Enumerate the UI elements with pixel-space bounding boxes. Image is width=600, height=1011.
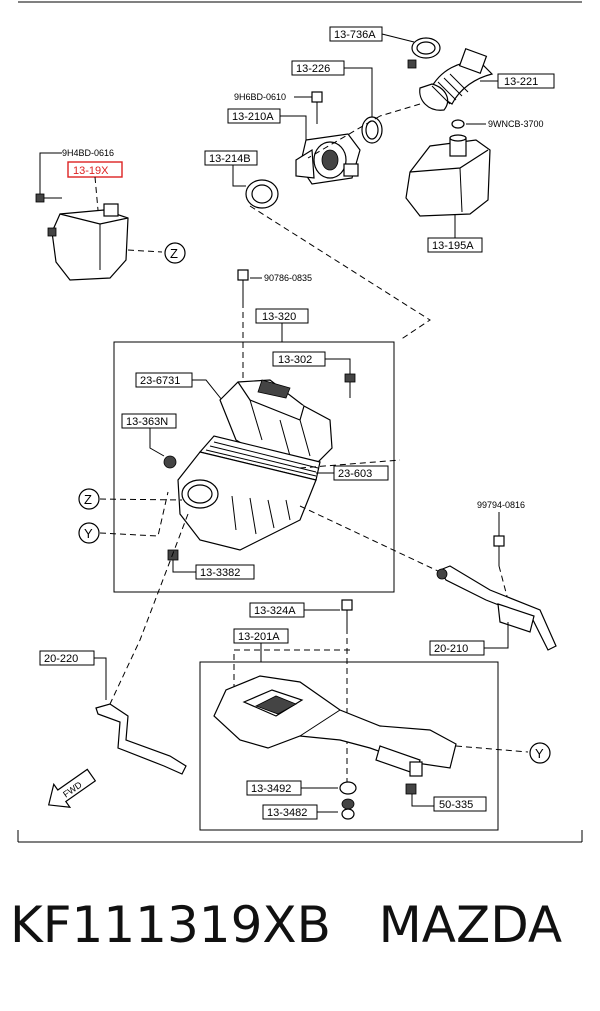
clamp-13-226 <box>361 116 383 144</box>
label-20-220: 20-220 <box>44 653 78 665</box>
collar-13-3482 <box>341 798 355 820</box>
intake-hose-13-221 <box>419 48 494 111</box>
bolt-13-3382 <box>167 549 179 561</box>
marker-y-mid <box>78 522 100 544</box>
bolt-99794 <box>493 535 505 566</box>
label-23-603: 23-603 <box>338 468 372 480</box>
clip-50-335 <box>405 783 417 795</box>
parts-diagram: 13-736A 13-221 13-226 9H6BD-0610 13-210A <box>17 1 583 843</box>
clamp-13-736A <box>407 37 441 69</box>
grommet-13-363N <box>163 455 177 469</box>
label-13-736A: 13-736A <box>334 29 376 41</box>
bolt-13-324A <box>341 599 353 628</box>
label-box-50-335 <box>433 796 487 812</box>
bolt-90786 <box>237 269 249 302</box>
marker-y-bottom-label: Y <box>535 746 544 761</box>
marker-y-bottom <box>529 742 551 764</box>
bolt-9H4BD <box>35 193 62 203</box>
label-box-13-3382 <box>195 564 255 580</box>
label-13-226: 13-226 <box>296 63 330 75</box>
ring-13-214B <box>245 179 279 209</box>
air-duct-13-201A <box>213 675 457 777</box>
label-13-19X: 13-19X <box>73 165 109 177</box>
label-13-324A: 13-324A <box>254 605 296 617</box>
air-cleaner-case-13-320 <box>177 451 317 551</box>
marker-z-top <box>164 242 186 264</box>
label-13-221: 13-221 <box>504 76 538 88</box>
label-9WNCB-3700: 9WNCB-3700 <box>488 119 544 129</box>
bracket-20-220 <box>95 703 187 775</box>
label-13-214B: 13-214B <box>209 153 251 165</box>
label-50-335: 50-335 <box>439 799 473 811</box>
label-23-6731: 23-6731 <box>140 375 180 387</box>
grommet-9WNCB <box>451 119 465 129</box>
bolt-9H6BD <box>311 91 323 124</box>
part-number-caption: KF111319XB MAZDA <box>10 896 563 954</box>
label-13-3482: 13-3482 <box>267 807 307 819</box>
grommet-13-3492 <box>339 781 357 795</box>
label-13-363N: 13-363N <box>126 416 168 428</box>
air-box-13-19X <box>47 203 129 281</box>
lower-group <box>199 661 499 831</box>
label-box-13-214B <box>204 150 258 166</box>
label-13-195A: 13-195A <box>432 240 474 252</box>
label-13-3492: 13-3492 <box>251 783 291 795</box>
marker-z-mid <box>78 488 100 510</box>
marker-z-mid-label: Z <box>84 492 92 507</box>
label-13-210A: 13-210A <box>232 111 274 123</box>
label-9H6BD-0610: 9H6BD-0610 <box>234 92 286 102</box>
resonator-13-195A <box>405 134 491 217</box>
airflow-sensor-13-210A <box>295 133 361 185</box>
filter-element-23-603 <box>198 435 321 481</box>
label-99794-0816: 99794-0816 <box>477 500 525 510</box>
air-cleaner-group <box>113 341 395 593</box>
label-13-302: 13-302 <box>278 354 312 366</box>
label-13-201A: 13-201A <box>238 631 280 643</box>
fwd-arrow-icon: FWD <box>47 768 97 808</box>
label-13-3382: 13-3382 <box>200 567 240 579</box>
bolt-13-302 <box>344 373 356 398</box>
label-9H4BD-0616: 9H4BD-0616 <box>62 148 114 158</box>
marker-y-mid-label: Y <box>84 526 93 541</box>
label-box-13-363N <box>121 413 177 429</box>
bracket-20-210 <box>436 565 557 651</box>
label-20-210: 20-210 <box>434 643 468 655</box>
marker-z-top-label: Z <box>170 246 178 261</box>
label-90786-0835: 90786-0835 <box>264 273 312 283</box>
label-13-320: 13-320 <box>262 311 296 323</box>
